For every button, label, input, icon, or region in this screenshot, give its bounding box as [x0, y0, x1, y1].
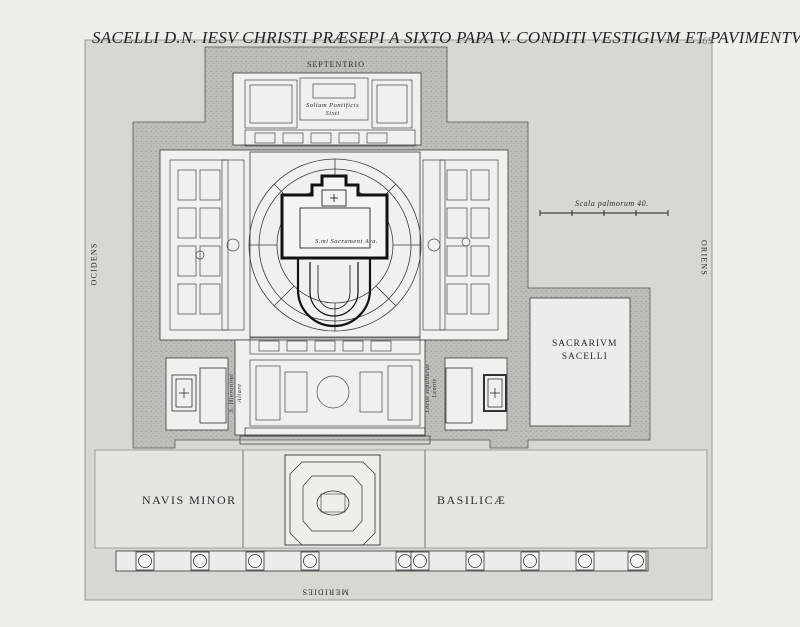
navis-minor-label: NAVIS MINOR: [142, 493, 237, 507]
basilicae-label: BASILICÆ: [437, 493, 507, 507]
south-bays: [249, 337, 421, 427]
east-niches: [422, 159, 499, 331]
plate-number: 169: [697, 36, 714, 47]
entrance-steps: [239, 427, 431, 445]
altar-enclosure: [280, 174, 389, 260]
sacrament-altar-label: S.mi Sacrament Ara.: [315, 238, 379, 245]
leo-tomb-label: Locus sepulturae Leonis: [425, 363, 438, 413]
central-rotunda: [248, 151, 422, 338]
compass-west-label: OCIDENS: [89, 242, 99, 286]
north-apse: [244, 77, 416, 147]
hieronymus-altar-label: S. Hieronimi Altare: [228, 373, 243, 413]
compass-north-label: SEPTENTRIO: [307, 60, 365, 69]
scale-bar: [539, 210, 669, 216]
side-chapels: [171, 367, 507, 424]
nave-pavement: [94, 449, 708, 549]
sacrarium-label: SACRARIVM SACELLI: [552, 339, 618, 362]
compass-south-label: MERIDIES: [301, 587, 349, 597]
confessio-stair: [296, 258, 372, 328]
solium-label: Solium Pontificis Sixti: [306, 102, 360, 117]
sacrament-altar: [299, 189, 371, 249]
colonnade: [115, 550, 649, 572]
scale-label: Scala palmorum 40.: [575, 199, 649, 208]
west-niches: [169, 159, 245, 331]
compass-east-label: ORIENS: [699, 239, 709, 277]
plate-title: SACELLI D.N. IESV CHRISTI PRÆSEPI A SIXT…: [92, 28, 800, 47]
